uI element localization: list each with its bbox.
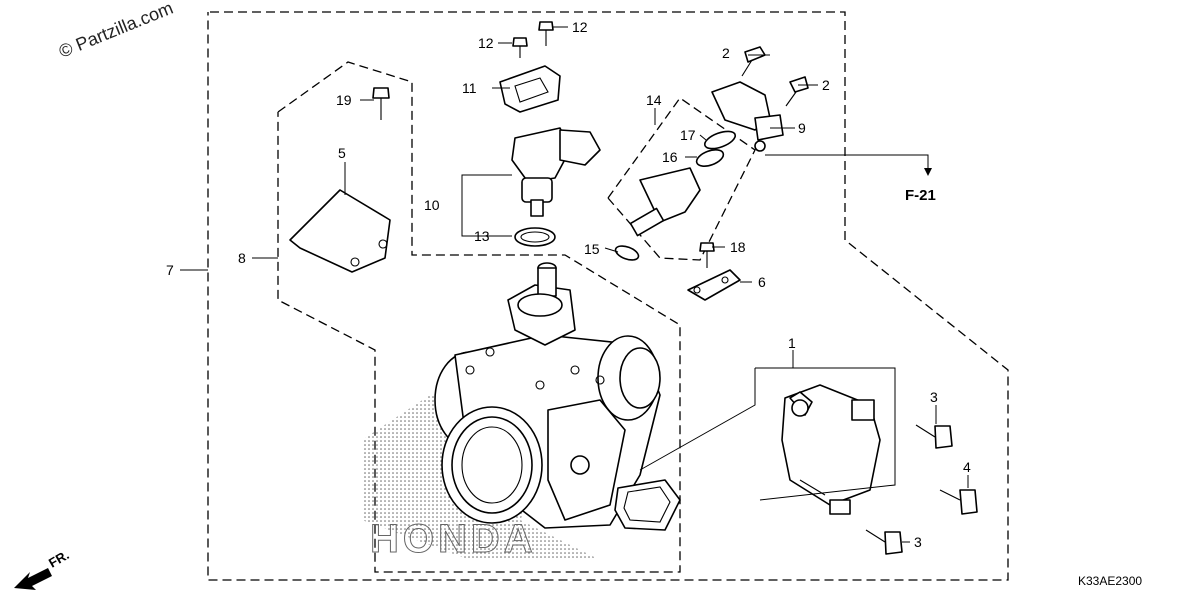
callout-11: 11 <box>462 80 477 96</box>
callout-6: 6 <box>758 274 766 290</box>
diagram-code: K33AE2300 <box>1078 574 1142 588</box>
reference-label: F-21 <box>905 187 936 204</box>
callout-2b: 2 <box>822 77 830 93</box>
assembly-outline-7 <box>207 11 1009 581</box>
throttle-body-icon <box>434 262 661 529</box>
assembly-outline-8 <box>277 61 681 573</box>
callout-10: 10 <box>424 197 440 213</box>
sensor-icon <box>781 384 881 515</box>
callout-16: 16 <box>662 149 678 165</box>
leader-lines <box>180 26 969 543</box>
callout-14: 14 <box>646 92 662 108</box>
callout-18: 18 <box>730 239 746 255</box>
injector-plate-icon <box>687 269 741 301</box>
callout-13: 13 <box>474 228 490 244</box>
callout-19: 19 <box>336 92 352 108</box>
callout-9: 9 <box>798 120 806 136</box>
callout-4: 4 <box>963 459 971 475</box>
gasket-icon <box>614 479 681 531</box>
callout-labels: 1 2 2 3 3 4 5 6 7 8 9 10 11 12 12 13 14 … <box>166 19 971 550</box>
partzilla-watermark: © Partzilla.com <box>56 0 176 62</box>
callout-3b: 3 <box>914 534 922 550</box>
front-label: FR. <box>46 547 72 570</box>
map-sensor-icon <box>511 127 601 247</box>
bolt-icon <box>372 21 978 555</box>
callout-12b: 12 <box>478 35 494 51</box>
bracket-icon <box>289 189 391 273</box>
callout-1: 1 <box>788 335 796 351</box>
injector-icon <box>614 130 737 261</box>
honda-brand-text: HONDA <box>370 517 537 561</box>
callout-3a: 3 <box>930 389 938 405</box>
callout-8: 8 <box>238 250 246 266</box>
callout-17: 17 <box>680 127 696 143</box>
sensor-plate-icon <box>499 65 561 113</box>
callout-15: 15 <box>584 241 600 257</box>
callout-12a: 12 <box>572 19 588 35</box>
callout-5: 5 <box>338 145 346 161</box>
fuel-joint-icon <box>711 81 784 152</box>
assembly-outline-14 <box>607 97 756 261</box>
callout-7: 7 <box>166 262 174 278</box>
callout-2a: 2 <box>722 45 730 61</box>
front-arrow-icon: FR. <box>14 547 72 590</box>
